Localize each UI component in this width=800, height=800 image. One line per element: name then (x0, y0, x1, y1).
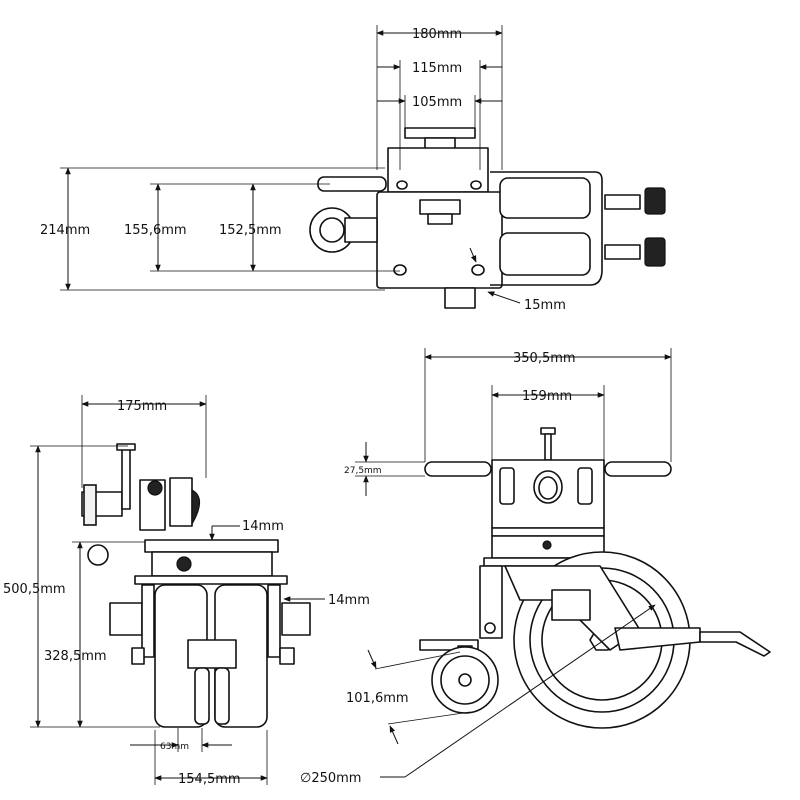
top-frame (387, 147, 489, 193)
side-pin-cap (540, 427, 556, 435)
dim-27-5: 27,5mm (344, 466, 382, 476)
dim-159: 159mm (522, 389, 572, 404)
side-small-wheel-hub (458, 673, 472, 687)
front-axle-left (131, 647, 145, 665)
side-center-hole-inner (538, 476, 558, 500)
side-fork-window (551, 589, 591, 621)
front-fork-left (141, 584, 155, 658)
dim-155-6: 155,6mm (124, 223, 187, 238)
front-bracket-right (281, 602, 311, 636)
front-frame-plate (134, 575, 288, 585)
dim-15: 15mm (524, 298, 566, 313)
front-brake-cap (116, 443, 136, 451)
side-handle-left (424, 461, 492, 477)
mount-hole-icon (471, 264, 485, 276)
front-center-wheel-right (214, 667, 230, 725)
top-bracket (419, 199, 461, 215)
front-head (151, 551, 273, 577)
front-center-caster-frame (187, 639, 237, 669)
front-view: 175mm 14mm 14mm 500,5mm 328,5mm 63mm 154… (3, 395, 370, 787)
front-fork-right (267, 584, 281, 658)
front-lever-grip (191, 488, 201, 527)
front-brake-gear (83, 484, 97, 526)
side-small-wheel-tread (440, 655, 490, 705)
top-bottom-block (444, 287, 476, 309)
dim-63: 63mm (160, 742, 189, 752)
front-top-plate (144, 539, 279, 553)
dim-328-5: 328,5mm (44, 649, 107, 664)
front-lever-plate (169, 477, 193, 527)
dim-214: 214mm (40, 223, 90, 238)
dim-101-6: 101,6mm (346, 691, 409, 706)
brake-lever-lower (604, 244, 641, 260)
mount-hole-icon (396, 180, 408, 190)
front-pin-ring (87, 544, 109, 566)
front-brake-rod (121, 446, 131, 510)
top-wheel-upper (499, 177, 591, 219)
dim-14-top: 14mm (242, 519, 284, 534)
front-swivel-bolt (176, 556, 192, 572)
top-wheel-fork (490, 171, 603, 286)
side-plate-1 (491, 527, 605, 537)
brake-pedal-upper (644, 187, 666, 215)
top-slot (427, 213, 453, 225)
side-center-hole (533, 470, 563, 504)
side-pin (544, 433, 552, 461)
side-brake-pedal (699, 631, 771, 657)
side-slot-right (577, 467, 593, 505)
top-view: 180mm 115mm 105mm 214mm 155,6mm 152,5mm … (40, 25, 666, 313)
side-bolt (542, 540, 552, 550)
front-axle-right (279, 647, 295, 665)
top-wheel-lower (499, 232, 591, 276)
dim-14-side: 14mm (328, 593, 370, 608)
side-handle-right (604, 461, 672, 477)
side-caster-mount (479, 565, 503, 639)
dim-500-5: 500,5mm (3, 582, 66, 597)
brake-lever-upper (604, 194, 641, 210)
small-caster-fork (344, 217, 378, 243)
dim-175: 175mm (117, 399, 167, 414)
side-slot-left (499, 467, 515, 505)
dim-350-5: 350,5mm (513, 351, 576, 366)
dim-152-5: 152,5mm (219, 223, 282, 238)
dim-105: 105mm (412, 95, 462, 110)
side-view: 350,5mm 159mm 27,5mm 101,6mm ∅250mm (300, 348, 771, 786)
dim-115: 115mm (412, 61, 462, 76)
front-lever-knob (147, 480, 163, 496)
side-caster-pivot (484, 622, 496, 634)
brake-pedal-lower (644, 237, 666, 267)
dim-250: ∅250mm (300, 771, 361, 786)
front-bracket-left (109, 602, 143, 636)
mount-hole-icon (470, 180, 482, 190)
dim-154-5: 154,5mm (178, 772, 241, 787)
top-plate-strip (404, 127, 476, 139)
small-caster-hub (319, 217, 345, 243)
mount-hole-icon (393, 264, 407, 276)
front-center-wheel-left (194, 667, 210, 725)
dim-180: 180mm (412, 27, 462, 42)
